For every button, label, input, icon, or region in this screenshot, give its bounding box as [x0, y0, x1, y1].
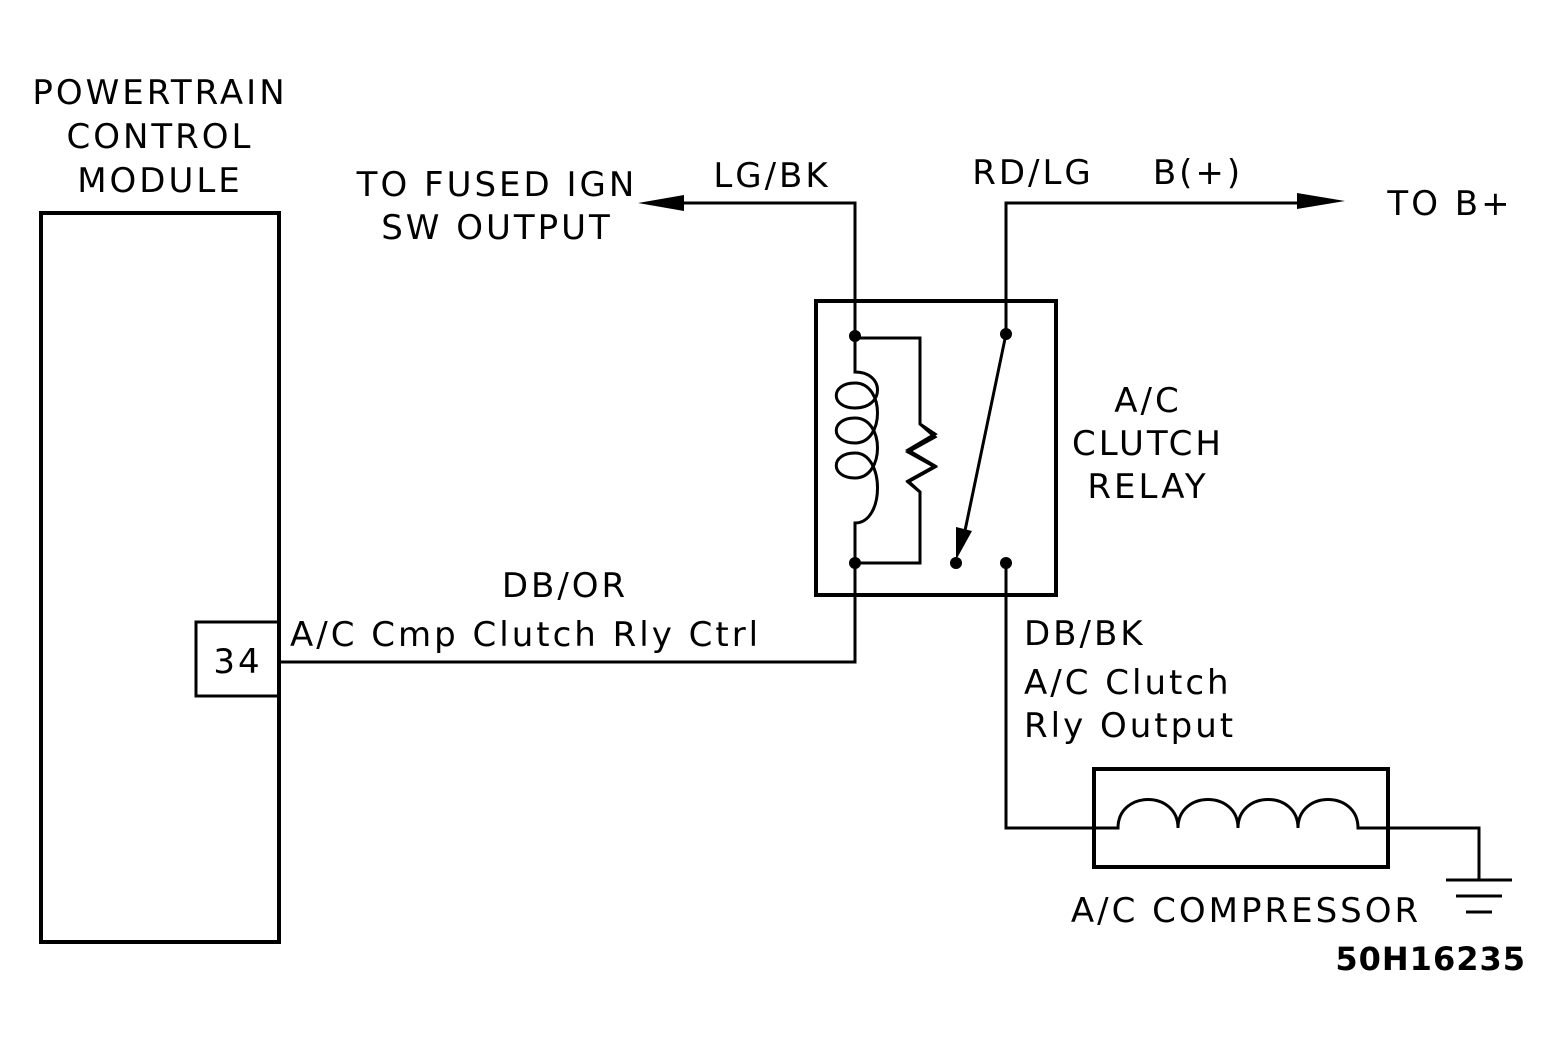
relay-name-line2: CLUTCH	[1072, 424, 1224, 464]
pcm-pin-box	[194, 620, 281, 698]
relay-box	[814, 299, 1058, 597]
compressor-box	[1092, 767, 1390, 869]
relay-terminal-switch-nc	[950, 557, 962, 569]
wire-ground	[1388, 826, 1481, 880]
wire-ctrl-color: DB/OR	[502, 566, 628, 606]
wire-batt-dest: TO B+	[1386, 184, 1512, 224]
wire-ign-dest-line1: TO FUSED IGN	[356, 165, 638, 205]
relay-switch-arrow	[956, 527, 972, 560]
wire-out-label-line2: Rly Output	[1024, 706, 1236, 746]
wire-ign-lg-bk	[668, 201, 857, 336]
ground-icon	[1446, 878, 1512, 914]
relay-resistor	[905, 422, 939, 494]
pcm-title-line2: CONTROL	[66, 117, 253, 157]
wire-ign-dest-line2: SW OUTPUT	[381, 208, 613, 248]
arrow-to-b-plus	[1297, 193, 1345, 209]
wire-out-color: DB/BK	[1024, 614, 1146, 654]
wire-out-db-bk	[1004, 563, 1118, 830]
wire-out-label-line1: A/C Clutch	[1024, 663, 1232, 703]
pcm-pin-number: 34	[213, 642, 262, 682]
arrow-to-fused-ign	[638, 195, 684, 211]
figure-id: 50H16235	[1335, 940, 1526, 978]
relay-name-line3: RELAY	[1087, 467, 1208, 507]
pcm-title-line3: MODULE	[77, 161, 243, 201]
pcm-module-box	[39, 211, 281, 944]
compressor-name: A/C COMPRESSOR	[1071, 891, 1421, 931]
pcm-title-line1: POWERTRAIN	[32, 73, 287, 113]
relay-name-line1: A/C	[1114, 381, 1181, 421]
relay-switch-arm	[960, 333, 1008, 546]
relay-terminal-switch-common	[1000, 328, 1012, 340]
wire-batt-circuit: B(+)	[1153, 153, 1243, 193]
relay-coil	[834, 336, 879, 563]
pcm-pin-34: 34	[194, 620, 281, 698]
relay-resistor-branch	[855, 336, 939, 565]
wire-ctrl-label: A/C Cmp Clutch Rly Ctrl	[290, 615, 761, 655]
wire-batt-color: RD/LG	[972, 153, 1094, 193]
compressor-clutch-coil	[1094, 798, 1388, 830]
relay-terminal-coil-bottom	[849, 557, 861, 569]
wire-ign-color: LG/BK	[713, 156, 830, 196]
wire-batt-rd-lg	[1004, 201, 1310, 334]
relay-terminal-coil-top	[849, 330, 861, 342]
